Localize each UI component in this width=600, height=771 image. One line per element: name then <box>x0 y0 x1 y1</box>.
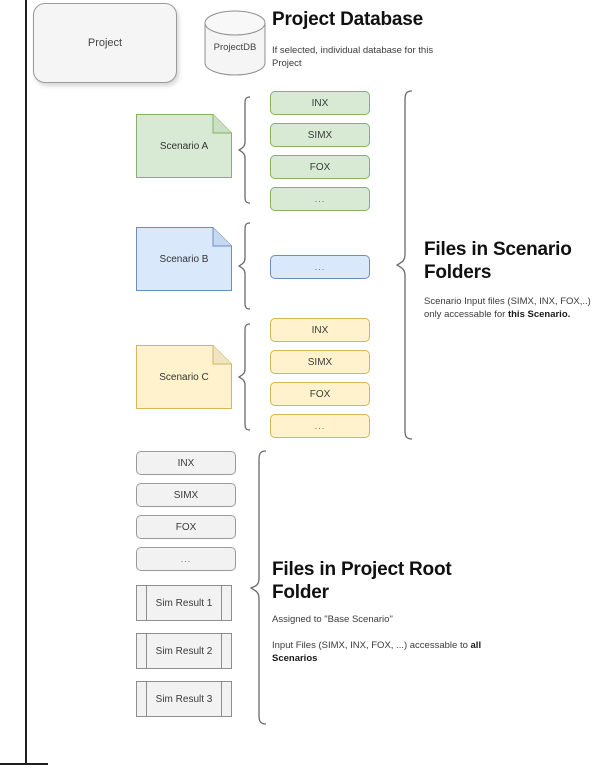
scenario-a-label: Scenario A <box>159 140 209 152</box>
scenario-a-file-fox[interactable]: FOX <box>270 155 370 179</box>
root-folder-brace <box>250 450 268 725</box>
scenario-b-label: Scenario B <box>159 253 209 265</box>
file-label: SIMX <box>173 489 199 501</box>
predefined-process-icon <box>136 633 232 669</box>
scenario-folders-brace <box>396 90 414 440</box>
scenario-folders-heading: Files in Scenario Folders <box>424 239 572 284</box>
document-shape-icon <box>136 227 232 291</box>
file-label: ... <box>314 194 326 204</box>
root-folder-description-2: Input Files (SIMX, INX, FOX, ...) access… <box>272 639 487 665</box>
root-file-inx[interactable]: INX <box>136 451 236 475</box>
scenario-folders-description: Scenario Input files (SIMX, INX, FOX,..)… <box>424 295 596 321</box>
scenario-a-file-simx[interactable]: SIMX <box>270 123 370 147</box>
sim-result-3-node[interactable]: Sim Result 3 <box>136 681 232 717</box>
root-folder-description-2-prefix: Input Files (SIMX, INX, FOX, ...) access… <box>272 640 471 651</box>
sim-result-1-node[interactable]: Sim Result 1 <box>136 585 232 621</box>
document-shape-icon <box>136 114 232 178</box>
file-label: FOX <box>309 388 331 400</box>
page-frame-vertical-line <box>25 0 27 765</box>
scenario-folders-description-bold: this Scenario. <box>507 309 571 321</box>
sim-result-1-label: Sim Result 1 <box>155 597 213 609</box>
root-file-fox[interactable]: FOX <box>136 515 236 539</box>
predefined-process-icon <box>136 681 232 717</box>
root-folder-description-2-bold: all Scenarios <box>272 640 482 665</box>
file-label: INX <box>311 97 329 109</box>
scenario-b-file-more[interactable]: ... <box>270 255 370 279</box>
file-label: INX <box>177 457 195 469</box>
scenario-c-label: Scenario C <box>159 371 209 383</box>
file-label: FOX <box>175 521 197 533</box>
root-file-simx[interactable]: SIMX <box>136 483 236 507</box>
project-database-node[interactable]: ProjectDB <box>204 10 266 76</box>
project-database-heading: Project Database <box>272 9 423 30</box>
scenario-c-file-inx[interactable]: INX <box>270 318 370 342</box>
root-folder-heading: Files in Project Root Folder <box>272 559 452 604</box>
page-frame-bottom-stub <box>0 763 48 765</box>
scenario-c-file-more[interactable]: ... <box>270 414 370 438</box>
file-label: SIMX <box>307 129 333 141</box>
project-database-description: If selected, individual database for thi… <box>272 45 434 70</box>
scenario-c-brace <box>238 323 252 431</box>
file-label: ... <box>180 554 192 564</box>
sim-result-2-label: Sim Result 2 <box>155 645 213 657</box>
file-label: SIMX <box>307 356 333 368</box>
file-label: INX <box>311 324 329 336</box>
scenario-b-node[interactable]: Scenario B <box>136 227 232 291</box>
sim-result-3-label: Sim Result 3 <box>155 693 213 705</box>
project-node[interactable]: Project <box>33 3 177 83</box>
scenario-a-brace <box>238 96 252 204</box>
file-label: ... <box>314 262 326 272</box>
scenario-c-file-fox[interactable]: FOX <box>270 382 370 406</box>
database-icon <box>204 10 266 76</box>
root-file-more[interactable]: ... <box>136 547 236 571</box>
scenario-folders-description-prefix: Scenario Input files (SIMX, INX, FOX,..)… <box>424 296 591 321</box>
scenario-a-file-more[interactable]: ... <box>270 187 370 211</box>
predefined-process-icon <box>136 585 232 621</box>
scenario-a-node[interactable]: Scenario A <box>136 114 232 178</box>
project-database-label: ProjectDB <box>213 41 257 53</box>
scenario-c-node[interactable]: Scenario C <box>136 345 232 409</box>
file-label: ... <box>314 421 326 431</box>
scenario-c-file-simx[interactable]: SIMX <box>270 350 370 374</box>
sim-result-2-node[interactable]: Sim Result 2 <box>136 633 232 669</box>
document-shape-icon <box>136 345 232 409</box>
root-folder-description-1: Assigned to "Base Scenario" <box>272 614 393 625</box>
scenario-b-brace <box>238 222 252 310</box>
project-node-label: Project <box>87 37 123 49</box>
scenario-a-file-inx[interactable]: INX <box>270 91 370 115</box>
file-label: FOX <box>309 161 331 173</box>
